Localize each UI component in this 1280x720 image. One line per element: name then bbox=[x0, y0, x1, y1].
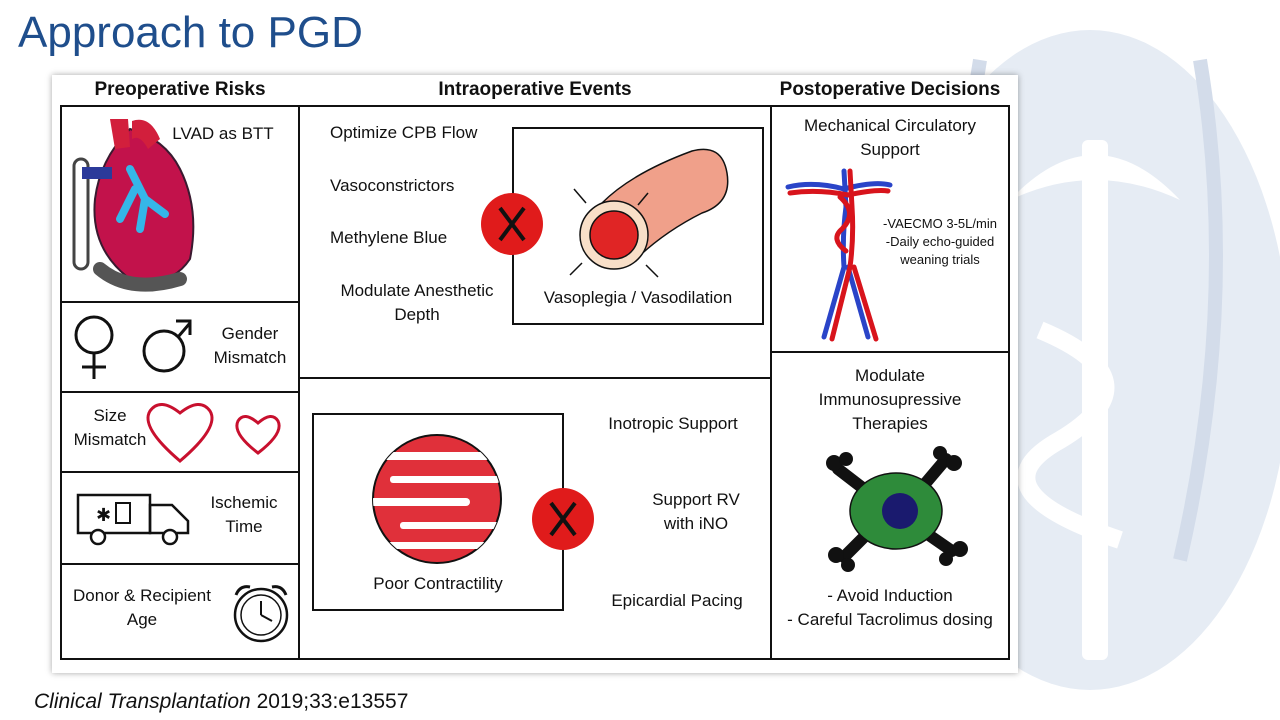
vaecmo-line3: weaning trials bbox=[900, 252, 980, 267]
svg-text:✱: ✱ bbox=[96, 505, 111, 526]
vaecmo-line1: -VAECMO 3-5L/min bbox=[883, 216, 997, 231]
size-mismatch-line1: Size bbox=[93, 406, 127, 425]
immuno-panel bbox=[770, 351, 1010, 660]
optimize-cpb-flow: Optimize CPB Flow bbox=[330, 123, 478, 142]
heart-lvad-icon bbox=[72, 119, 195, 292]
ischemic-time-line2: Time bbox=[225, 517, 263, 536]
immuno-line2: Immunosupressive bbox=[818, 390, 962, 409]
immuno-line3: Therapies bbox=[852, 414, 928, 433]
muscle-fiber-icon bbox=[372, 434, 502, 564]
anesthetic-line2: Depth bbox=[394, 305, 440, 324]
size-mismatch-line2: Mismatch bbox=[73, 430, 147, 449]
alarm-clock-icon bbox=[233, 585, 289, 643]
ischemic-time-line1: Ischemic bbox=[210, 493, 278, 512]
support-rv-line2: with iNO bbox=[663, 514, 729, 533]
pgd-figure: Preoperative Risks Intraoperative Events… bbox=[52, 75, 1018, 673]
slide-title: Approach to PGD bbox=[18, 8, 363, 57]
vasoconstrictors: Vasoconstrictors bbox=[330, 176, 455, 195]
mcs-line1: Mechanical Circulatory bbox=[804, 116, 976, 135]
vaecmo-line2: -Daily echo-guided bbox=[885, 234, 995, 249]
immuno-line1: Modulate bbox=[855, 366, 925, 385]
header-preoperative: Preoperative Risks bbox=[94, 79, 266, 100]
x-mark-icon bbox=[481, 193, 543, 255]
ambulance-icon: ✱ bbox=[76, 493, 190, 546]
gender-mismatch-line2: Mismatch bbox=[213, 348, 287, 367]
circulatory-vessels-icon bbox=[785, 168, 893, 342]
immune-cell-icon bbox=[826, 446, 968, 572]
x-mark-icon bbox=[532, 488, 594, 550]
age-line1: Donor & Recipient bbox=[73, 586, 211, 605]
anesthetic-line1: Modulate Anesthetic bbox=[340, 281, 494, 300]
vasoplegia-label: Vasoplegia / Vasodilation bbox=[543, 288, 733, 307]
citation-journal: Clinical Transplantation bbox=[34, 690, 251, 713]
lvad-label: LVAD as BTT bbox=[172, 124, 274, 143]
epicardial-pacing: Epicardial Pacing bbox=[611, 591, 743, 610]
inotropic-support: Inotropic Support bbox=[608, 414, 738, 433]
header-intraoperative: Intraoperative Events bbox=[438, 79, 632, 100]
age-line2: Age bbox=[126, 610, 158, 629]
citation: Clinical Transplantation 2019;33:e13557 bbox=[34, 690, 408, 714]
gender-mismatch-line1: Gender bbox=[221, 324, 279, 343]
mcs-line2: Support bbox=[860, 140, 920, 159]
gender-symbols-icon bbox=[74, 315, 192, 379]
size-hearts-icon bbox=[146, 403, 281, 463]
methylene-blue: Methylene Blue bbox=[330, 228, 448, 247]
support-rv-line1: Support RV bbox=[652, 490, 740, 509]
avoid-induction: - Avoid Induction bbox=[827, 586, 953, 605]
citation-ref: 2019;33:e13557 bbox=[256, 690, 409, 713]
careful-tacrolimus: - Careful Tacrolimus dosing bbox=[787, 610, 993, 629]
blood-vessel-icon bbox=[569, 148, 729, 278]
contractility-label: Poor Contractility bbox=[373, 574, 503, 593]
header-postoperative: Postoperative Decisions bbox=[779, 79, 1001, 100]
